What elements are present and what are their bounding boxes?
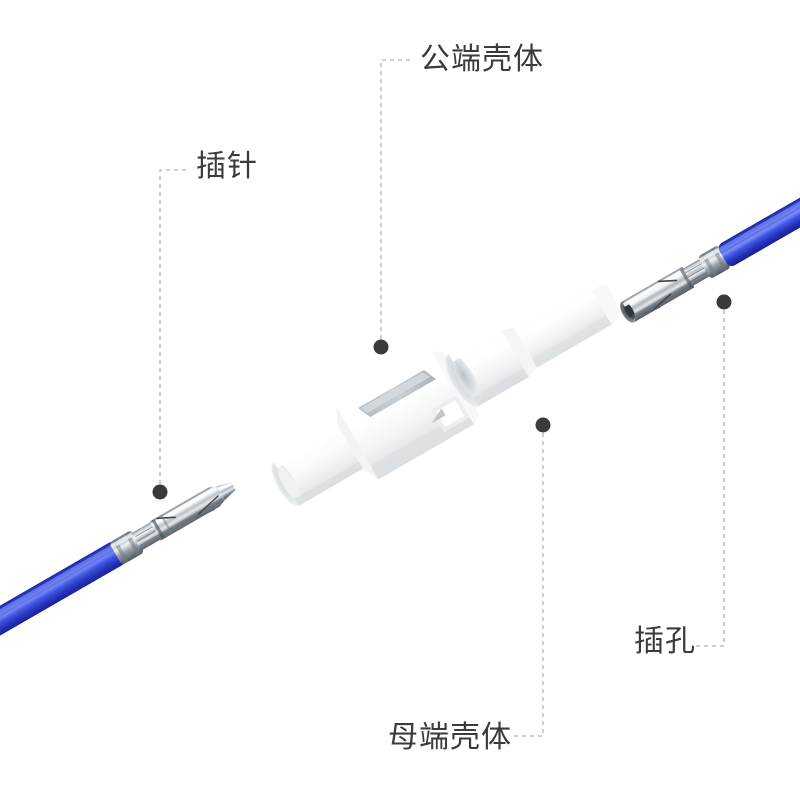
callout-leader-male-housing <box>373 59 412 355</box>
female-housing-part <box>445 277 619 407</box>
female-housing-cup <box>445 325 529 407</box>
socket-mouth <box>620 266 695 323</box>
leader-dot <box>373 339 389 355</box>
pin-tip <box>217 482 236 500</box>
callout-label-female-housing: 母端壳体 <box>388 720 512 755</box>
socket-terminal-assembly <box>620 97 800 323</box>
female-housing-shoulder <box>498 322 538 377</box>
leader-dot <box>152 484 168 500</box>
callout-leader-female-housing <box>512 417 551 737</box>
leader-dot <box>716 294 732 310</box>
pin-terminal-assembly <box>0 482 236 716</box>
male-housing-body <box>336 351 480 480</box>
leader-line <box>380 59 412 347</box>
callout-leader-socket <box>694 294 732 647</box>
male-housing-nose <box>271 425 364 507</box>
callout-label-pin: 插针 <box>196 149 258 184</box>
male-housing-part <box>271 351 480 507</box>
female-housing-barrel <box>511 277 619 368</box>
leader-line <box>159 169 188 492</box>
callout-leader-group <box>152 59 732 737</box>
callout-label-socket: 插孔 <box>634 624 696 659</box>
leader-dot <box>535 417 551 433</box>
leader-line <box>694 302 725 647</box>
callout-label-male-housing: 公端壳体 <box>420 42 544 77</box>
blue-wire-lower <box>0 541 125 716</box>
leader-line <box>512 425 544 737</box>
blue-wire-upper <box>718 97 800 267</box>
pin-barrel <box>149 486 226 541</box>
callout-leader-pin <box>152 169 188 500</box>
